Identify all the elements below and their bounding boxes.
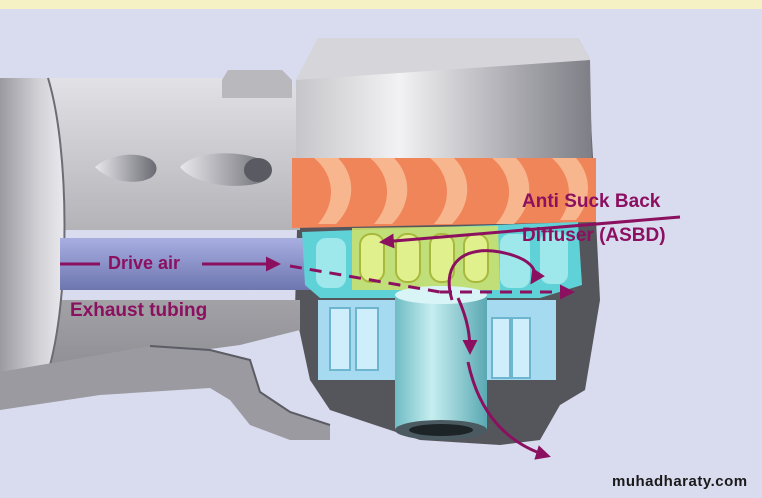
exhaust-down-arrow-1 [456, 297, 478, 355]
jaw-edge [149, 345, 331, 426]
head-cap-top [296, 38, 590, 80]
drive-air-dashed [289, 264, 441, 294]
exhaust-down-arrow-2 [466, 361, 551, 460]
slot-hole [244, 158, 272, 182]
asbd-label-line1: Anti Suck Back [522, 191, 661, 212]
lower-jaw [0, 346, 330, 440]
nose-edge [47, 77, 66, 373]
turbine-blades [314, 158, 588, 224]
handpiece-nose [0, 78, 65, 380]
asbd-chambers [359, 233, 489, 283]
exhaust-tubing-label: Exhaust tubing [70, 300, 208, 321]
drive-air-label: Drive air [108, 253, 181, 273]
watermark: muhadharaty.com [612, 473, 748, 490]
airflow-arrows [60, 215, 681, 460]
top-strip [0, 0, 762, 9]
recirculation-arrow [447, 249, 545, 301]
shaft-bore-inner [409, 424, 473, 436]
body-slot-1 [95, 154, 157, 182]
asbd-pointer-arrow [379, 215, 681, 249]
top-bump [222, 70, 292, 98]
shaft-top [395, 286, 487, 304]
asbd-label-line2: Diffuser (ASBD) [522, 225, 666, 246]
chuck-shaft [395, 295, 487, 430]
bearing-blocks [329, 307, 531, 379]
